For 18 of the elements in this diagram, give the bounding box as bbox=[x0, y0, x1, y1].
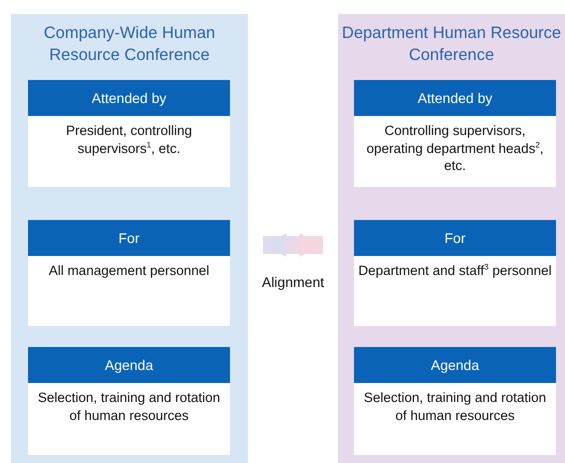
section-body: Department and staff$^{3}$ personnel bbox=[354, 256, 556, 326]
section-body: Controlling supervisors, operating department heads$^{2}$, etc. bbox=[354, 116, 556, 187]
section-header: For bbox=[28, 220, 230, 256]
panel-title: Company-Wide Human Resource Conference bbox=[42, 23, 216, 66]
conference-panel bbox=[11, 14, 248, 463]
section-body: Selection, training and rotation of human resources bbox=[354, 383, 556, 455]
conference-panel bbox=[338, 14, 565, 463]
section-header: Attended by bbox=[354, 80, 556, 116]
section-body: Selection, training and rotation of human resources bbox=[28, 383, 230, 455]
section-header: For bbox=[354, 220, 556, 256]
section-header: Agenda bbox=[28, 347, 230, 383]
section-header: Agenda bbox=[354, 347, 556, 383]
section-header: Attended by bbox=[28, 80, 230, 116]
section-body: President, controlling supervisors$^{1}$, etc. bbox=[28, 116, 230, 187]
panel-title: Department Human Resource Conference bbox=[340, 23, 562, 66]
section-body: All management personnel bbox=[28, 256, 230, 326]
double-arrow bbox=[263, 233, 323, 257]
edge-label: Alignment bbox=[260, 274, 326, 290]
